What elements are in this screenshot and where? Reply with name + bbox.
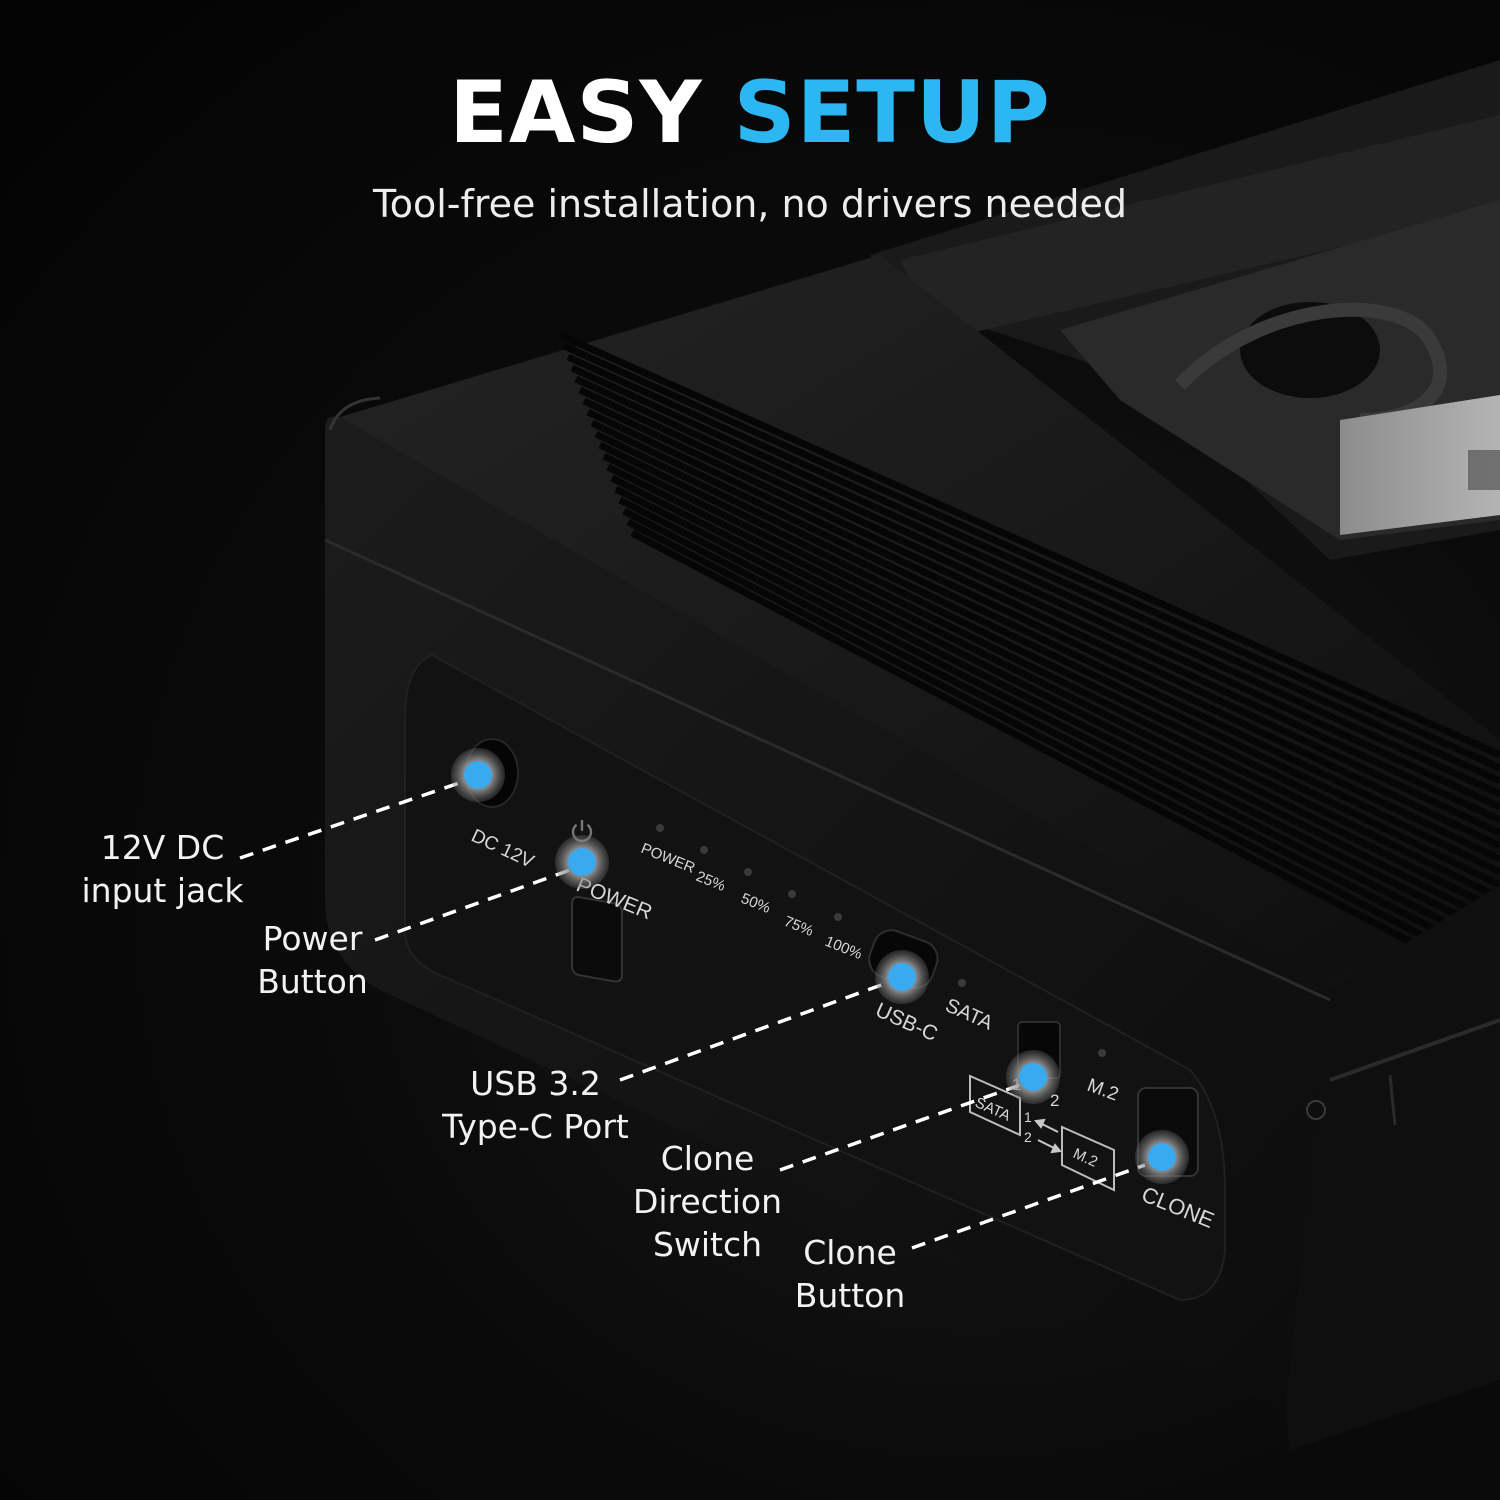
callout-power-button: Power Button [257, 919, 368, 1001]
vent-fin [594, 430, 1500, 876]
subtitle: Tool-free installation, no drivers neede… [372, 182, 1128, 226]
leader-lines [239, 778, 1146, 1250]
marker-clone [1148, 1143, 1176, 1171]
vent-fin [578, 386, 1500, 824]
led-indicators [656, 824, 1106, 1057]
vent-fin [622, 507, 1500, 967]
enclosure-side [1285, 885, 1500, 1450]
power-button [571, 895, 623, 983]
marker-power [568, 848, 596, 876]
leader-line-usb [619, 978, 896, 1082]
vent-fin [590, 419, 1500, 863]
marker-dc [464, 761, 492, 789]
vent-fin [602, 452, 1500, 902]
clone-direction-diagram: SATA 1 2 M.2 [969, 1074, 1115, 1192]
vent-fin [558, 331, 1500, 759]
clone-direction-arrows-icon [1034, 1118, 1062, 1154]
vent-fin [598, 441, 1500, 889]
marker-usb [888, 963, 916, 991]
svg-text:2: 2 [1024, 1129, 1032, 1145]
drive-label [1340, 395, 1500, 535]
ventilation-fins [558, 331, 1500, 993]
marker-switch [1019, 1063, 1047, 1091]
vent-fin [586, 408, 1500, 850]
drive-bay [870, 60, 1500, 560]
title-word-setup: SETUP [733, 63, 1051, 163]
vent-fin [570, 364, 1500, 798]
page-title: EASY SETUP [0, 70, 1500, 156]
callout-markers [451, 748, 1189, 1184]
title-word-easy: EASY [449, 63, 703, 163]
vent-fin [626, 518, 1500, 980]
vent-fin [618, 496, 1500, 954]
leader-line-clone [911, 1163, 1146, 1250]
leader-line-dc [239, 778, 469, 860]
svg-text:1: 1 [1024, 1109, 1032, 1125]
leader-line-power [374, 868, 571, 942]
vent-fin [562, 342, 1500, 772]
vent-fin [614, 485, 1500, 941]
callout-clone-switch: Clone Direction Switch [632, 1139, 783, 1264]
front-panel [404, 653, 1226, 1302]
vent-fin [606, 463, 1500, 915]
switch-2-label: 2 [1050, 1091, 1059, 1110]
vent-fin [566, 353, 1500, 785]
callout-usb-port: USB 3.2 Type-C Port [442, 1064, 629, 1146]
callout-dc-input: 12V DC input jack [81, 828, 244, 910]
vent-fin [574, 375, 1500, 811]
vent-fin [610, 474, 1500, 928]
vent-fin [582, 397, 1500, 837]
leader-line-switch [779, 1083, 1021, 1172]
callout-clone-button: Clone Button [794, 1233, 906, 1315]
vent-fin [630, 529, 1500, 993]
